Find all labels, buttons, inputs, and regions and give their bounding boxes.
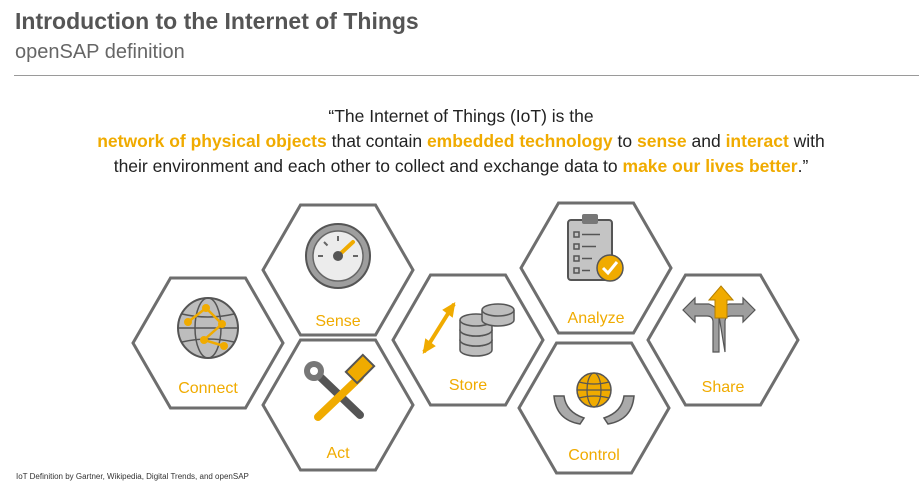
hex-control: Control bbox=[517, 341, 671, 475]
hex-sense: Sense bbox=[261, 203, 415, 337]
quote-segment: and bbox=[686, 131, 726, 151]
split-arrows-icon bbox=[682, 285, 756, 353]
quote-segment: their environment and each other to coll… bbox=[113, 156, 623, 176]
iot-definition-quote: “The Internet of Things (IoT) is the net… bbox=[0, 104, 922, 179]
quote-segment: that contain bbox=[326, 131, 427, 151]
quote-segment: .” bbox=[797, 156, 809, 176]
hex-label-connect: Connect bbox=[178, 380, 238, 397]
quote-segment: embedded technology bbox=[426, 131, 613, 151]
quote-segment: make our lives better bbox=[622, 156, 798, 176]
hex-share: Share bbox=[646, 273, 800, 407]
quote-segment: network of physical objects bbox=[97, 131, 327, 151]
hex-label-store: Store bbox=[449, 377, 487, 394]
database-stack-icon bbox=[422, 302, 515, 357]
hex-label-share: Share bbox=[702, 379, 745, 396]
hex-analyze: Analyze bbox=[519, 201, 673, 335]
quote-line-2: network of physical objects that contain… bbox=[0, 129, 922, 154]
hex-label-analyze: Analyze bbox=[568, 310, 625, 327]
hex-label-control: Control bbox=[568, 447, 620, 464]
quote-segment: interact bbox=[725, 131, 789, 151]
hex-label-sense: Sense bbox=[315, 313, 360, 330]
source-footnote: IoT Definition by Gartner, Wikipedia, Di… bbox=[16, 472, 249, 481]
slide-title: Introduction to the Internet of Things bbox=[15, 8, 419, 34]
gauge-icon bbox=[305, 223, 371, 289]
hex-act: Act bbox=[261, 338, 415, 472]
quote-line-3: their environment and each other to coll… bbox=[0, 154, 922, 179]
quote-segment: with bbox=[788, 131, 825, 151]
hex-connect: Connect bbox=[131, 276, 285, 410]
quote-line-1: “The Internet of Things (IoT) is the bbox=[328, 106, 594, 126]
hex-store: Store bbox=[391, 273, 545, 407]
globe-network-icon bbox=[177, 297, 239, 359]
header-divider bbox=[14, 75, 919, 76]
quote-segment: to bbox=[612, 131, 637, 151]
slide-subtitle: openSAP definition bbox=[15, 41, 185, 63]
hands-globe-icon bbox=[553, 372, 635, 425]
wrench-hammer-icon bbox=[304, 353, 376, 421]
hex-label-act: Act bbox=[326, 445, 350, 462]
clipboard-check-icon bbox=[567, 214, 624, 282]
quote-segment: sense bbox=[637, 131, 687, 151]
